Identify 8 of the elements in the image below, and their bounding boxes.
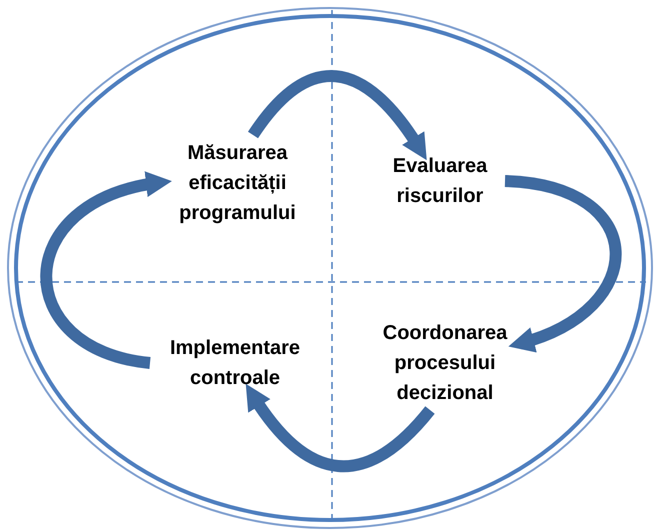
curved-arrow: [504, 175, 622, 352]
curved-arrow: [40, 172, 172, 369]
step-label: Implementare controale: [150, 332, 320, 394]
step-label: Evaluarea riscurilor: [375, 150, 505, 212]
curved-arrow: [245, 384, 435, 472]
step-label: Măsurarea eficacității programului: [160, 135, 315, 230]
step-label: Coordonarea procesului decizional: [370, 315, 520, 410]
curved-arrow: [248, 70, 428, 160]
